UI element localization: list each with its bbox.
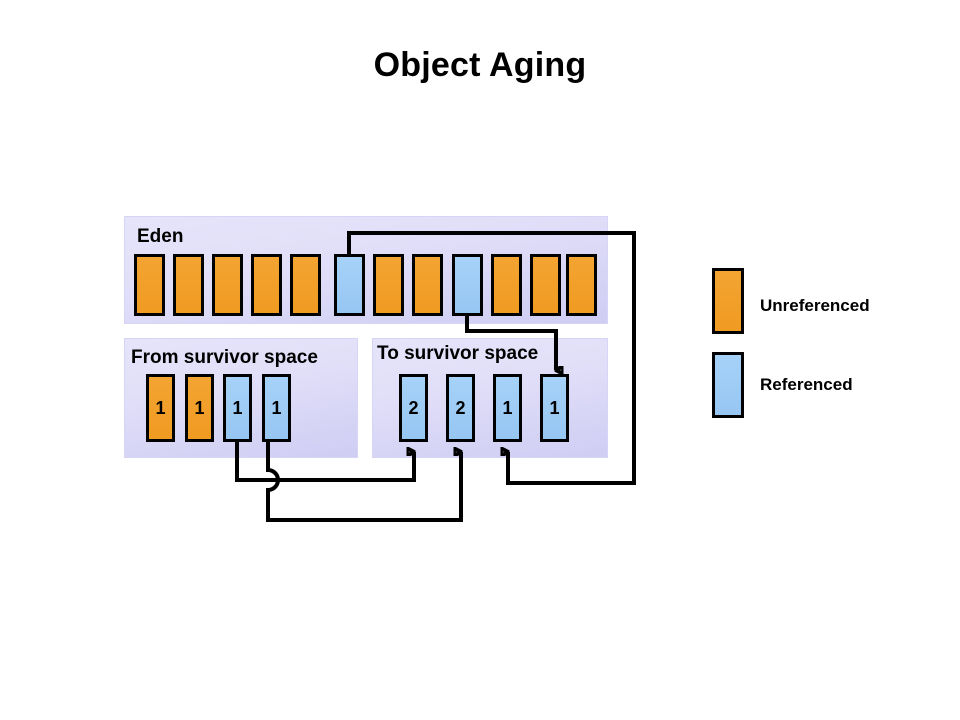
region-from-survivor-label: From survivor space [131, 347, 318, 368]
to-survivor-block-1-age: 2 [408, 398, 419, 418]
from-survivor-block-1[interactable]: 1 [146, 374, 175, 442]
eden-block-8[interactable] [412, 254, 443, 316]
to-survivor-block-4[interactable]: 1 [540, 374, 569, 442]
eden-block-11[interactable] [530, 254, 561, 316]
from-survivor-block-2-age: 1 [194, 398, 205, 418]
legend-label-unreferenced: Unreferenced [760, 296, 870, 315]
to-survivor-block-2[interactable]: 2 [446, 374, 475, 442]
eden-block-5[interactable] [290, 254, 321, 316]
eden-block-1[interactable] [134, 254, 165, 316]
to-survivor-block-3-age: 1 [502, 398, 513, 418]
from-survivor-block-3[interactable]: 1 [223, 374, 252, 442]
to-survivor-block-1[interactable]: 2 [399, 374, 428, 442]
region-to-survivor-label: To survivor space [377, 343, 539, 364]
eden-block-2[interactable] [173, 254, 204, 316]
to-survivor-block-4-age: 1 [549, 398, 560, 418]
from-survivor-block-1-age: 1 [155, 398, 166, 418]
to-survivor-block-3[interactable]: 1 [493, 374, 522, 442]
eden-block-9[interactable] [452, 254, 483, 316]
to-survivor-block-2-age: 2 [455, 398, 466, 418]
legend-label-referenced: Referenced [760, 375, 853, 394]
from-survivor-block-4-age: 1 [271, 398, 282, 418]
from-survivor-block-4[interactable]: 1 [262, 374, 291, 442]
legend-swatch-unreferenced [712, 268, 744, 334]
from-survivor-block-2[interactable]: 1 [185, 374, 214, 442]
eden-block-10[interactable] [491, 254, 522, 316]
eden-block-12[interactable] [566, 254, 597, 316]
region-eden-label: Eden [137, 226, 184, 247]
eden-block-7[interactable] [373, 254, 404, 316]
eden-block-4[interactable] [251, 254, 282, 316]
legend-swatch-referenced [712, 352, 744, 418]
page-title: Object Aging [373, 46, 587, 84]
eden-block-6[interactable] [334, 254, 365, 316]
from-survivor-block-3-age: 1 [232, 398, 243, 418]
eden-block-3[interactable] [212, 254, 243, 316]
